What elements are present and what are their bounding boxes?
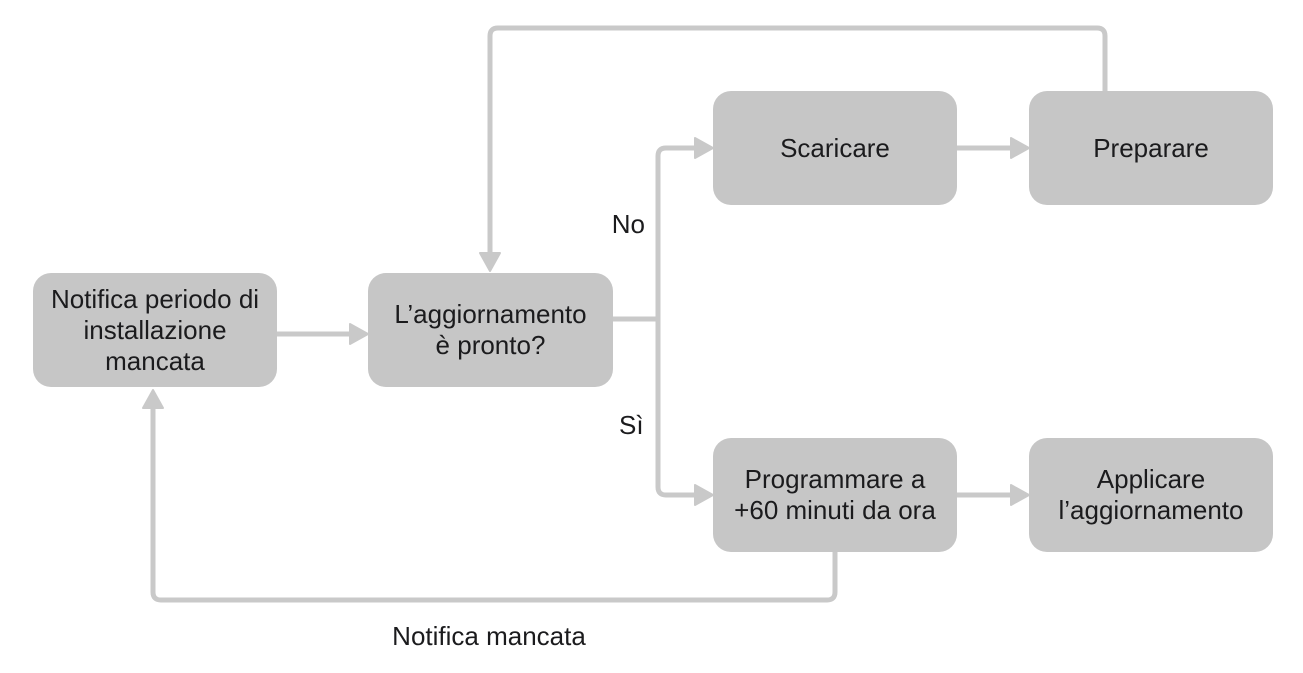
edge-notifica-to-pronto: [277, 323, 369, 345]
node-label: Preparare: [1093, 132, 1209, 163]
arrowhead-icon: [1010, 484, 1030, 506]
edge-pronto-branch: [613, 137, 714, 506]
edge-label-notifica-mancata: Notifica mancata: [392, 621, 586, 651]
node-scaricare: Scaricare: [713, 91, 957, 205]
edge-preparare-to-pronto: [479, 25, 1108, 272]
arrowhead-icon: [694, 484, 714, 506]
arrowhead-icon: [142, 389, 164, 409]
arrowhead-icon: [694, 137, 714, 159]
node-label: Notifica periodo di installazione mancat…: [50, 283, 260, 376]
arrowhead-icon: [479, 252, 501, 272]
edge-programmare-to-notifica: [142, 389, 838, 603]
node-label: Applicare l’aggiornamento: [1058, 464, 1244, 525]
node-label: L’aggiornamento è pronto?: [394, 299, 587, 360]
node-label: Scaricare: [780, 132, 890, 163]
node-preparare: Preparare: [1029, 91, 1273, 205]
edge-label-si: Sì: [619, 410, 644, 440]
node-applicare-aggiornamento: Applicare l’aggiornamento: [1029, 438, 1273, 552]
edge-label-no: No: [611, 209, 645, 239]
node-notifica-periodo-installazione-mancata: Notifica periodo di installazione mancat…: [33, 273, 277, 387]
node-label: Programmare a +60 minuti da ora: [734, 464, 936, 525]
node-aggiornamento-pronto: L’aggiornamento è pronto?: [368, 273, 613, 387]
edge-programmare-to-applicare: [957, 484, 1030, 506]
edge-scaricare-to-preparare: [957, 137, 1030, 159]
arrowhead-icon: [1010, 137, 1030, 159]
node-programmare-60-minuti: Programmare a +60 minuti da ora: [713, 438, 957, 552]
arrowhead-icon: [349, 323, 369, 345]
